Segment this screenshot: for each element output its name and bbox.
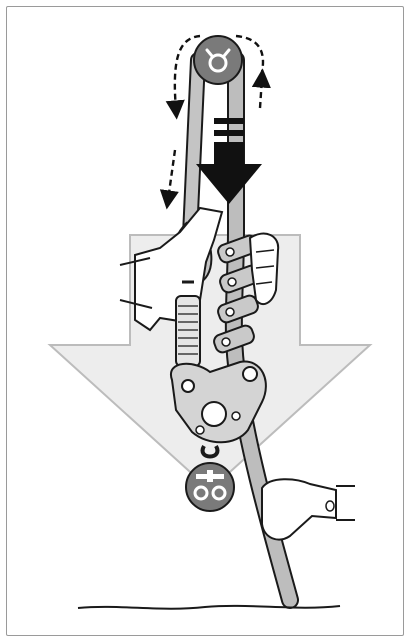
pulley-anchor-icon: [194, 36, 242, 84]
large-down-arrow: [50, 235, 370, 490]
harness-icon: [186, 463, 234, 511]
load-arrow: [196, 118, 262, 204]
lower-right-hand: [262, 479, 355, 539]
ground-line: [78, 606, 340, 609]
right-gripping-hand: [250, 234, 278, 305]
